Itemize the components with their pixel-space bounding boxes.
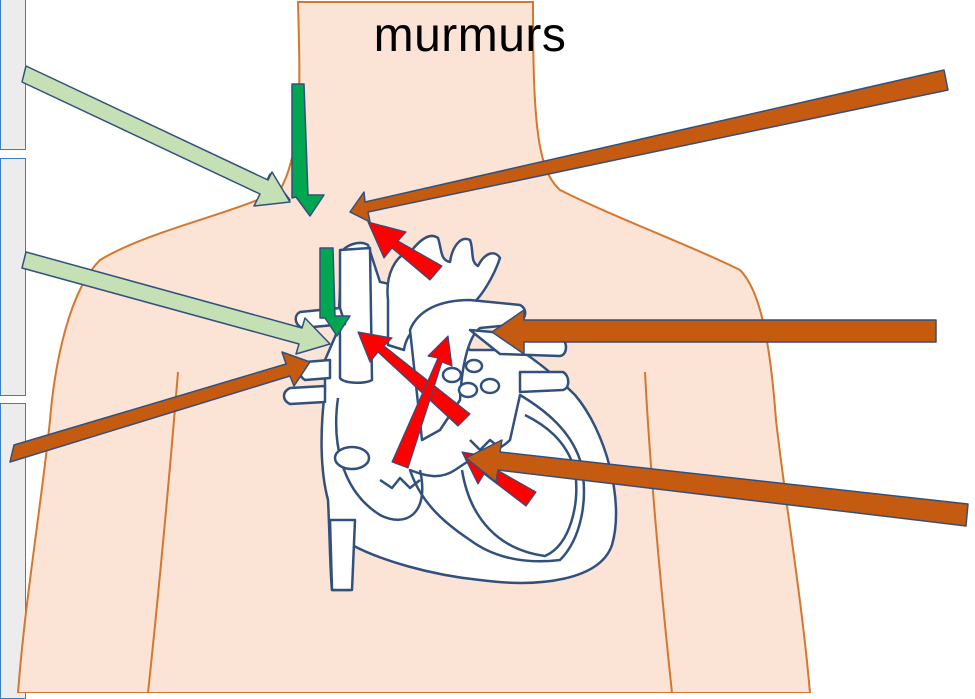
coronary-sinus <box>335 447 369 469</box>
pulmonary-vein-opening-3 <box>481 379 499 393</box>
light-green-arrow-upper-body <box>22 66 290 206</box>
pulmonary-vein-opening-1 <box>443 368 461 382</box>
pulmonary-vein-opening-4 <box>466 360 482 372</box>
right-pulmonary-vein-2 <box>284 386 325 404</box>
slide-title: murmurs <box>300 8 640 63</box>
left-pulmonary-vein <box>520 372 568 392</box>
pulmonary-vein-opening-2 <box>459 383 477 397</box>
inferior-vena-cava <box>330 520 355 590</box>
